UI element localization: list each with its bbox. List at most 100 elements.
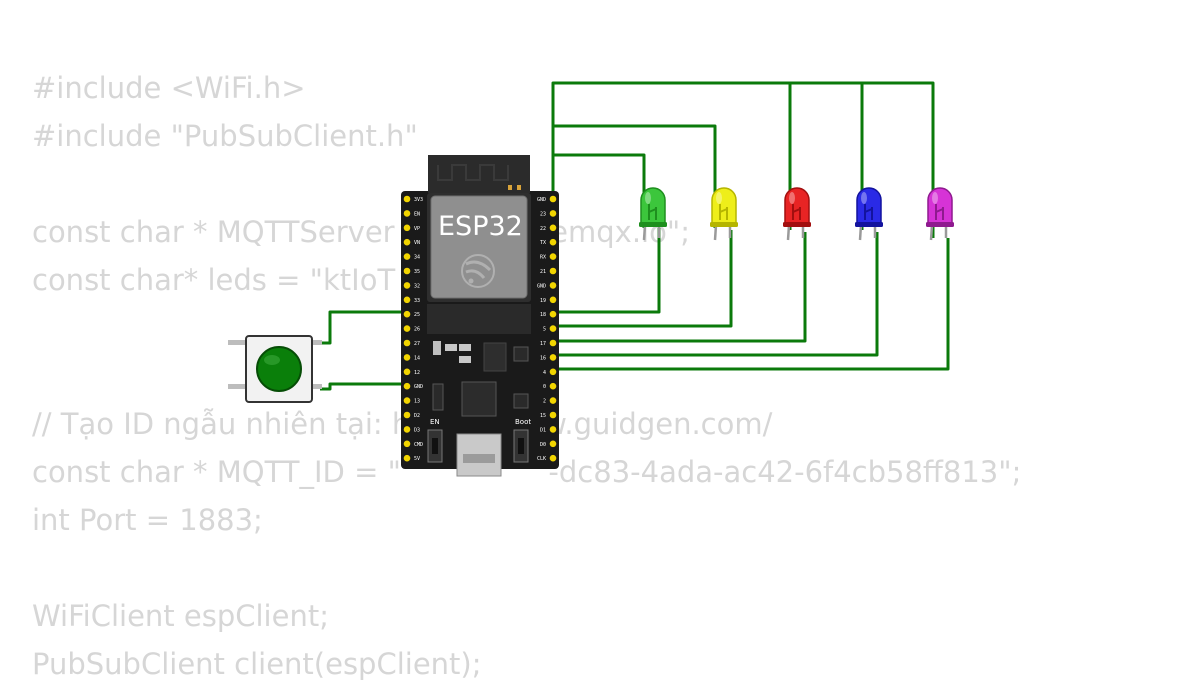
- pin-label: 16: [540, 355, 546, 361]
- code-line: const char * MQTT_ID = " -dc83-4ada-ac42…: [32, 455, 1022, 489]
- pin-left-17[interactable]: [403, 440, 411, 448]
- pin-label: 34: [414, 255, 420, 261]
- pin-right-2[interactable]: [549, 224, 557, 232]
- code-line: const char* leds = "ktIoT: [32, 263, 396, 297]
- wire-gnd-yellow[interactable]: [553, 124, 717, 228]
- pin-right-12[interactable]: [549, 368, 557, 376]
- pin-label: GND: [537, 283, 546, 289]
- pin-left-11[interactable]: [403, 354, 411, 361]
- pin-label: 15: [540, 413, 546, 419]
- pin-left-5[interactable]: [403, 267, 411, 275]
- led-lens: [640, 187, 666, 225]
- pin-left-7[interactable]: [403, 296, 411, 304]
- led-die: [864, 204, 873, 220]
- wire-led-red[interactable]: [553, 232, 807, 343]
- component-6: [513, 393, 529, 409]
- pin-left-8[interactable]: [403, 310, 411, 318]
- pin-left-1[interactable]: [403, 210, 411, 217]
- led-die: [719, 204, 728, 220]
- pin-right-11[interactable]: [549, 354, 557, 361]
- pin-left-4[interactable]: [403, 253, 411, 260]
- pin-label: 4: [543, 370, 546, 376]
- pin-left-14[interactable]: [403, 397, 411, 404]
- pin-label: D3: [414, 427, 420, 433]
- component-3: [459, 344, 471, 351]
- led-cathode-lead: [642, 224, 647, 241]
- pin-right-14[interactable]: [549, 397, 557, 404]
- pin-label: 22: [540, 226, 546, 232]
- pin-right-4[interactable]: [549, 253, 557, 260]
- pin-label: 3V3: [414, 197, 423, 203]
- pin-left-12[interactable]: [403, 368, 411, 376]
- pin-right-17[interactable]: [549, 440, 557, 448]
- module-shield: [430, 195, 528, 299]
- wire-led-magenta[interactable]: [553, 238, 950, 371]
- component-7: [432, 383, 444, 411]
- pin-left-15[interactable]: [403, 411, 411, 419]
- code-line: PubSubClient client(espClient);: [32, 647, 482, 681]
- pin-label: GND: [414, 384, 423, 390]
- led-lens: [856, 187, 882, 225]
- boot-button-label: Boot: [515, 418, 531, 426]
- wire-gnd-green[interactable]: [553, 153, 646, 228]
- code-line: WiFiClient espClient;: [32, 599, 329, 633]
- pushbutton-cap[interactable]: [256, 346, 302, 392]
- pin-right-9[interactable]: [549, 325, 557, 332]
- pin-right-3[interactable]: [549, 238, 557, 246]
- led-die: [935, 204, 944, 220]
- pin-left-6[interactable]: [403, 282, 411, 289]
- pin-left-16[interactable]: [403, 426, 411, 433]
- en-button-label: EN: [430, 418, 440, 426]
- led-green[interactable]: [639, 187, 667, 241]
- led-yellow[interactable]: [710, 187, 738, 241]
- led-blue[interactable]: [855, 187, 883, 241]
- pin-right-15[interactable]: [549, 411, 557, 419]
- pin-right-16[interactable]: [549, 426, 557, 433]
- pin-label: 35: [414, 269, 420, 275]
- pin-label: 13: [414, 399, 420, 405]
- pin-label: GND: [537, 197, 546, 203]
- pin-right-8[interactable]: [549, 310, 557, 318]
- pin-left-9[interactable]: [403, 325, 411, 332]
- component-5: [513, 346, 529, 362]
- wire-led-green[interactable]: [553, 228, 661, 314]
- led-cathode-lead: [786, 224, 791, 241]
- pin-right-0[interactable]: [549, 195, 557, 203]
- wire-gnd-bus[interactable]: [551, 81, 935, 238]
- pin-right-13[interactable]: [549, 382, 557, 390]
- led-rim: [926, 222, 954, 227]
- pin-label: 5: [543, 327, 546, 333]
- pin-left-18[interactable]: [403, 454, 411, 462]
- pin-label: 32: [414, 283, 420, 289]
- pin-label: 33: [414, 298, 420, 304]
- chip-label: ESP32: [438, 211, 523, 242]
- wire-button-signal[interactable]: [320, 310, 407, 345]
- espressif-logo-icon: [461, 254, 495, 288]
- led-magenta[interactable]: [926, 187, 954, 241]
- wire-led-blue[interactable]: [553, 232, 879, 357]
- led-red[interactable]: [783, 187, 811, 241]
- pushbutton[interactable]: [228, 335, 322, 403]
- led-cathode-lead: [858, 224, 863, 241]
- pin-right-1[interactable]: [549, 210, 557, 217]
- left-pin-header: 3V3ENVPVN343532332526271412GND13D2D3CMD5…: [403, 195, 423, 462]
- pin-left-10[interactable]: [403, 339, 411, 347]
- pin-right-18[interactable]: [549, 454, 557, 462]
- pin-left-13[interactable]: [403, 382, 411, 390]
- pin-right-7[interactable]: [549, 296, 557, 304]
- pin-right-10[interactable]: [549, 339, 557, 347]
- usb-port: [463, 454, 495, 463]
- pin-left-0[interactable]: [403, 195, 411, 203]
- pin-label: 14: [414, 355, 420, 361]
- pin-left-3[interactable]: [403, 238, 411, 246]
- pin-right-6[interactable]: [549, 282, 557, 289]
- wire-led-yellow[interactable]: [553, 230, 733, 328]
- usb-uart-chip: [461, 381, 497, 417]
- pin-right-5[interactable]: [549, 267, 557, 275]
- pushbutton-lead-tl: [228, 340, 248, 345]
- wire-button-gnd[interactable]: [320, 382, 407, 391]
- pin-label: D0: [540, 442, 546, 448]
- pin-left-2[interactable]: [403, 224, 411, 232]
